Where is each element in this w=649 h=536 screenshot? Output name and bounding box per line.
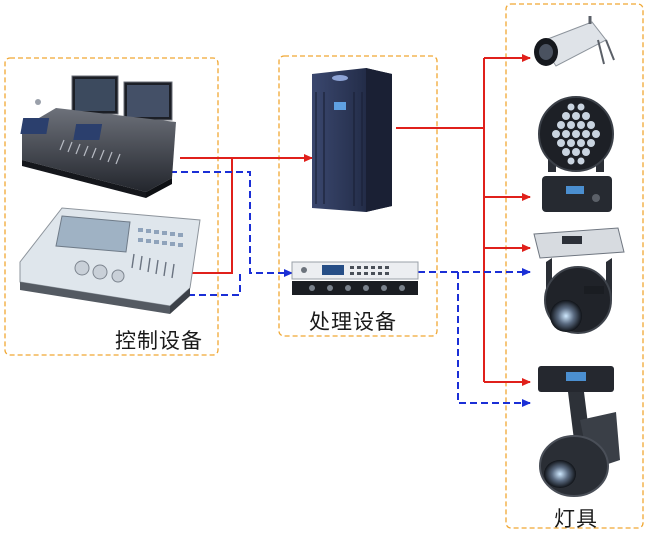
white-lighting-console-icon xyxy=(19,207,201,314)
lights-group-label: 灯具 xyxy=(554,507,598,531)
processing-group-frame xyxy=(278,55,438,337)
spot-moving-head-icon xyxy=(538,366,620,497)
media-server-tower-icon xyxy=(312,68,392,212)
blue-line-console2-to-processor xyxy=(188,273,241,296)
control-group-frame xyxy=(4,57,219,356)
rack-signal-processor-icon xyxy=(291,261,419,295)
red-signal-lines xyxy=(180,54,531,386)
control-group-label: 控制设备 xyxy=(115,329,203,353)
processing-group-label: 处理设备 xyxy=(309,310,397,334)
blue-line-processor-down xyxy=(457,272,531,407)
dual-screen-lighting-console-icon xyxy=(20,75,176,198)
follow-spot-icon xyxy=(534,16,615,67)
red-line-console2-to-server xyxy=(188,158,233,274)
led-wash-moving-head-icon xyxy=(538,96,614,212)
blue-line-console1-to-processor xyxy=(170,171,293,277)
beam-moving-head-icon xyxy=(533,227,625,334)
blue-signal-lines xyxy=(170,171,531,407)
